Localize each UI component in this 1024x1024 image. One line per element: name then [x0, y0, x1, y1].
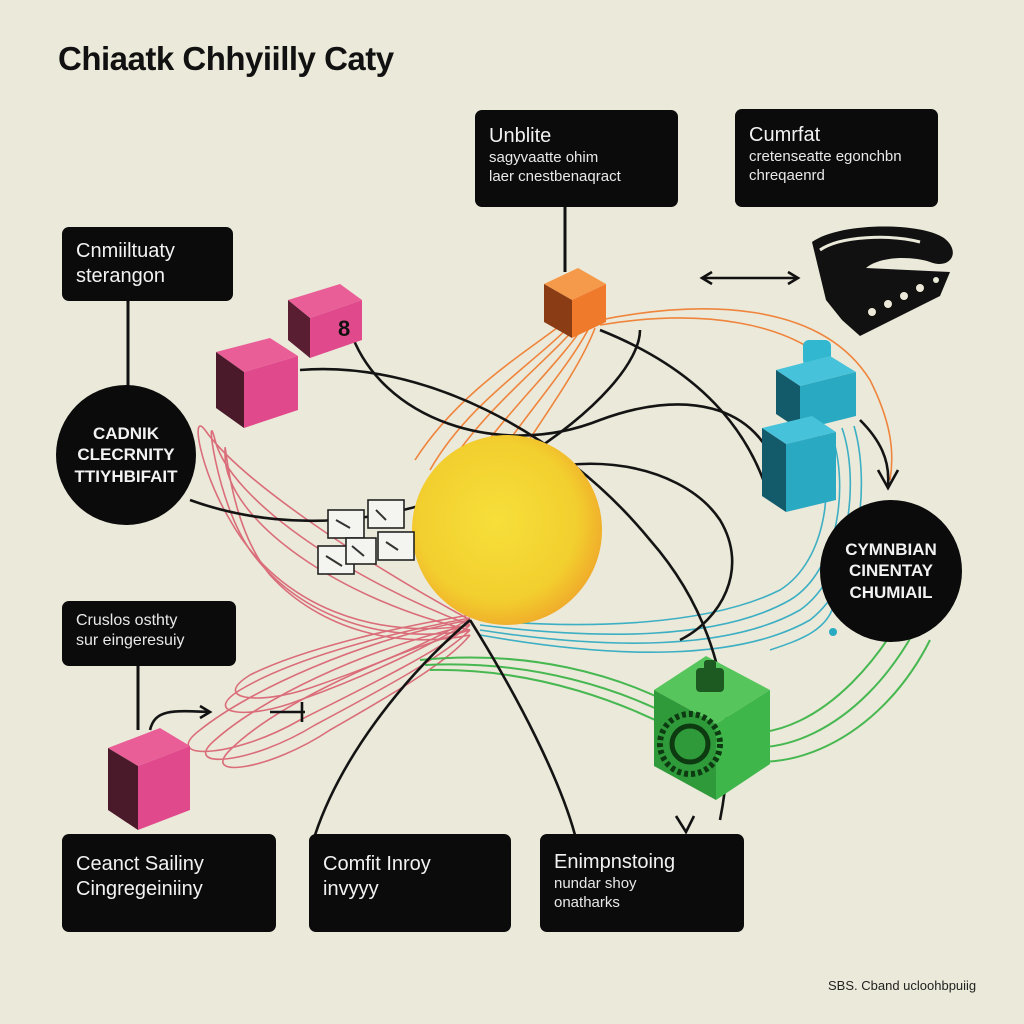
pink-cube-left	[216, 338, 298, 428]
box-left-top-line-1: sterangon	[76, 265, 165, 287]
box-left-mid-line-1: sur eingeresuiy	[76, 632, 185, 649]
circle-right-line-2: CINENTAY	[848, 561, 934, 581]
teal-dot	[829, 628, 837, 636]
box-left-top-head: Cnmiiltuaty	[76, 240, 175, 262]
footer-credit: SBS. Cband ucloohbpuiig	[828, 978, 977, 993]
connector-lines	[126, 205, 567, 730]
box-top-right-line-2: chreqaenrd	[749, 166, 825, 184]
circle-right: CYMNBIAN CINENTAY CHUMIAIL	[820, 500, 962, 642]
box-top-center-line-1: sagyvaatte ohim	[489, 149, 599, 166]
box-bottom-left: Ceanct Sailiny Cingregeiniiny	[62, 834, 276, 932]
box-top-right: Cumrfat cretenseatte egonchbn chreqaenrd	[735, 109, 938, 207]
green-cube	[654, 656, 770, 800]
box-left-mid-head: Cruslos osthty	[76, 612, 178, 629]
machine-shape	[812, 226, 953, 336]
cube-number-label: 8	[338, 316, 351, 341]
circle-left: CADNIK CLECRNITY TTIYHBIFAIT	[56, 385, 196, 525]
circle-left-line-1: CADNIK	[92, 424, 160, 444]
circle-left-line-3: TTIYHBIFAIT	[74, 466, 178, 486]
pink-cube-lower	[108, 728, 190, 830]
red-line-bundle	[187, 425, 471, 769]
dice-cluster	[317, 499, 415, 575]
box-bottom-left-line-1: Cingregeiniiny	[76, 878, 203, 900]
pink-cube-upper	[288, 284, 362, 358]
box-bottom-mid-line-1: invyyy	[323, 878, 379, 900]
arrow-marks	[199, 270, 900, 835]
box-left-mid: Cruslos osthty sur eingeresuiy	[62, 601, 236, 666]
circle-right-line-1: CYMNBIAN	[845, 540, 937, 560]
circle-left-line-2: CLECRNITY	[77, 445, 175, 465]
box-top-center: Unblite sagyvaatte ohim laer cnestbenaqr…	[475, 110, 678, 207]
box-bottom-right-line-1: nundar shoy	[554, 875, 637, 892]
box-bottom-right-line-2: onatharks	[554, 893, 620, 911]
box-bottom-left-head: Ceanct Sailiny	[76, 853, 204, 875]
box-bottom-right-head: Enimpnstoing	[554, 851, 676, 873]
orange-cube	[544, 268, 606, 338]
box-top-right-line-1: cretenseatte egonchbn	[749, 148, 902, 165]
box-bottom-right: Enimpnstoing nundar shoy onatharks	[540, 834, 744, 932]
teal-block	[762, 340, 856, 512]
box-left-top: Cnmiiltuaty sterangon	[62, 227, 233, 301]
box-bottom-mid: Comfit Inroy invyyy	[309, 834, 511, 932]
circle-right-line-3: CHUMIAIL	[849, 582, 933, 602]
diagram-title: Chiaatk Chhyiilly Caty	[58, 40, 394, 77]
box-top-center-head: Unblite	[489, 125, 552, 147]
box-bottom-mid-head: Comfit Inroy	[323, 853, 431, 875]
box-top-right-head: Cumrfat	[749, 124, 821, 146]
central-sun	[412, 435, 602, 625]
box-top-center-line-2: laer cnestbenaqract	[489, 167, 621, 185]
